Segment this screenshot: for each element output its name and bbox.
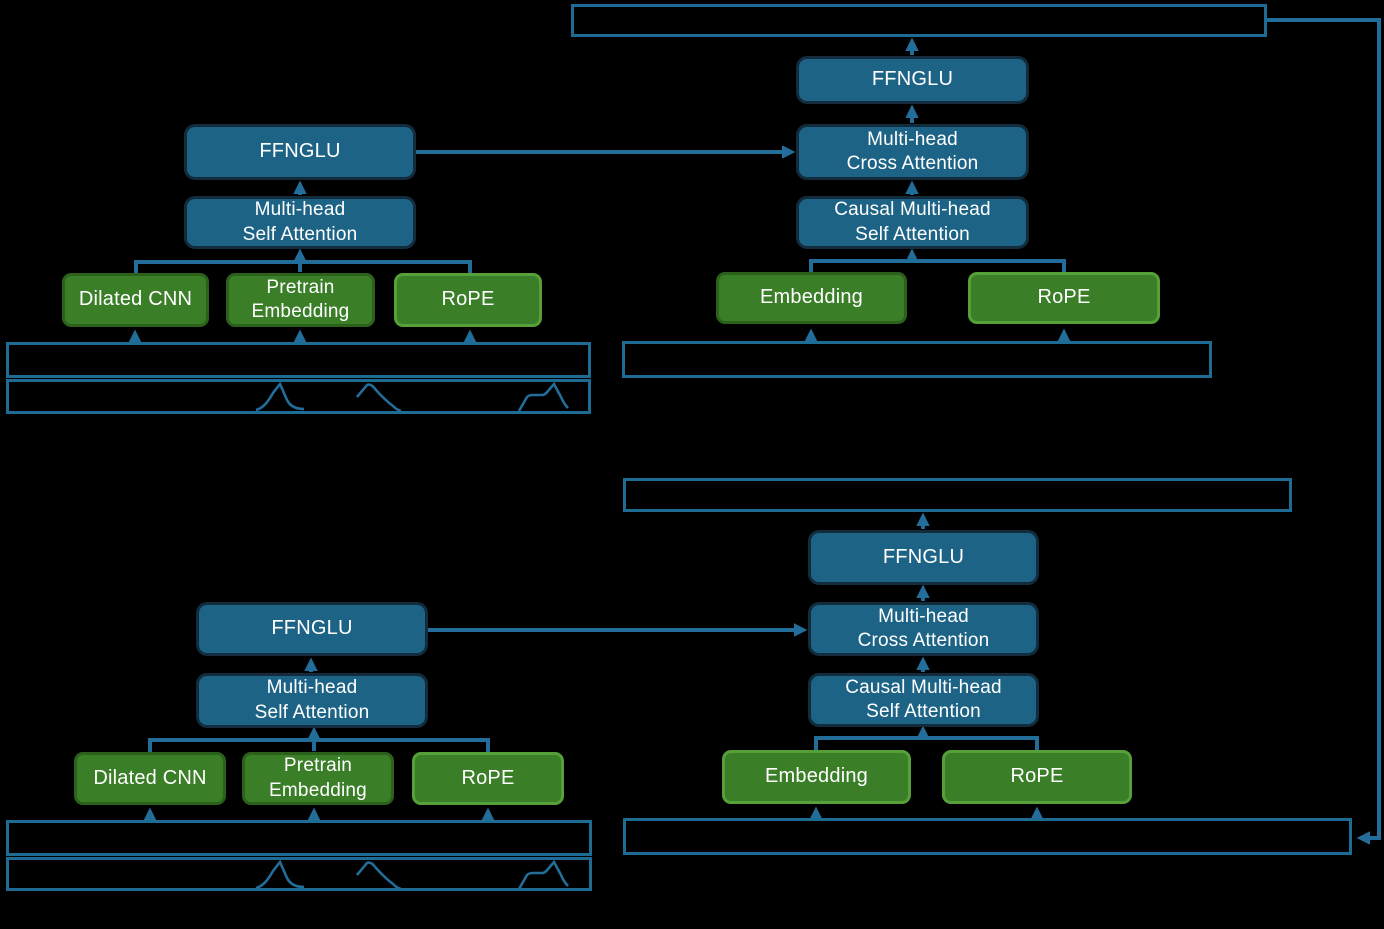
label-line1: Causal Multi-head (834, 199, 991, 221)
bottom-encoder-self-attention-box: Multi-head Self Attention (196, 673, 428, 728)
top-encoder-waveform-box (6, 379, 591, 414)
label-line2: Self Attention (242, 223, 358, 245)
top-encoder-rope-box: RoPE (394, 273, 542, 327)
top-waveform-curves (255, 381, 569, 413)
waveform-step-peak-icon (517, 381, 569, 412)
top-encoder-input-box (6, 342, 591, 378)
top-decoder-input-box (622, 341, 1212, 378)
top-encoder-ffnglu-box: FFNGLU (184, 124, 416, 180)
bottom-encoder-rope-box: RoPE (412, 752, 564, 805)
label: FFNGLU (882, 545, 965, 568)
top-decoder-output-box (571, 4, 1267, 37)
label-line2: Embedding (251, 301, 350, 322)
label-line1: Pretrain (266, 276, 335, 298)
top-decoder-ffnglu-box: FFNGLU (796, 56, 1029, 104)
bottom-encoder-waveform-box (6, 857, 592, 891)
bottom-decoder-input-box (623, 818, 1352, 855)
label: RoPE (1037, 286, 1091, 309)
top-decoder-rope-box: RoPE (968, 272, 1160, 324)
waveform-skewed-hump-icon (356, 861, 402, 891)
top-decoder-embedding-box: Embedding (716, 272, 907, 324)
label-line1: Multi-head (254, 199, 346, 221)
label-line2: Cross Attention (857, 630, 990, 651)
label: Dilated CNN (78, 288, 193, 311)
top-encoder-self-attention-box: Multi-head Self Attention (184, 196, 416, 249)
top-decoder-cross-attention-box: Multi-head Cross Attention (796, 124, 1029, 180)
waveform-peak-icon (255, 859, 305, 890)
top-output-feedback-to-bottom-input-arrow (1267, 18, 1381, 845)
bottom-decoder-output-box (623, 478, 1292, 512)
label-line2: Self Attention (855, 223, 970, 245)
bottom-decoder-embedding-box: Embedding (722, 750, 911, 804)
waveform-skewed-hump-icon (356, 383, 402, 413)
label: RoPE (1010, 765, 1064, 788)
label-line2: Self Attention (866, 701, 981, 722)
label: Dilated CNN (93, 766, 207, 789)
label: Embedding (765, 765, 868, 788)
label-line2: Cross Attention (846, 153, 979, 174)
label-line2: Embedding (269, 779, 367, 801)
label: Embedding (760, 286, 863, 309)
label-line2: Self Attention (254, 701, 370, 723)
label-line1: Multi-head (266, 677, 358, 699)
top-decoder-causal-self-attention-box: Causal Multi-head Self Attention (796, 196, 1029, 249)
waveform-peak-icon (255, 381, 305, 412)
label: FFNGLU (271, 617, 353, 640)
bottom-decoder-rope-box: RoPE (942, 750, 1132, 804)
bottom-encoder-dilated-cnn-box: Dilated CNN (74, 752, 226, 805)
bottom-decoder-causal-self-attention-box: Causal Multi-head Self Attention (808, 673, 1039, 727)
top-encoder-pretrain-embedding-box: Pretrain Embedding (226, 273, 375, 327)
label-line1: Multi-head (867, 128, 958, 150)
top-decoder-inputs-connector (809, 259, 1066, 272)
bottom-encoder-input-box (6, 820, 592, 856)
bottom-encoder-ffnglu-box: FFNGLU (196, 602, 428, 656)
label: RoPE (461, 766, 515, 789)
bottom-encoder-pretrain-embedding-box: Pretrain Embedding (242, 752, 394, 805)
label: FFNGLU (871, 68, 954, 91)
waveform-step-peak-icon (517, 859, 569, 890)
label-line1: Multi-head (878, 605, 969, 627)
label-line1: Causal Multi-head (845, 676, 1002, 698)
bottom-waveform-curves (255, 859, 569, 891)
bottom-decoder-cross-attention-box: Multi-head Cross Attention (808, 602, 1039, 656)
label-line1: Pretrain (283, 755, 353, 777)
label: RoPE (441, 288, 495, 311)
label: FFNGLU (259, 140, 341, 163)
bottom-decoder-ffnglu-box: FFNGLU (808, 530, 1039, 585)
top-encoder-dilated-cnn-box: Dilated CNN (62, 273, 209, 327)
